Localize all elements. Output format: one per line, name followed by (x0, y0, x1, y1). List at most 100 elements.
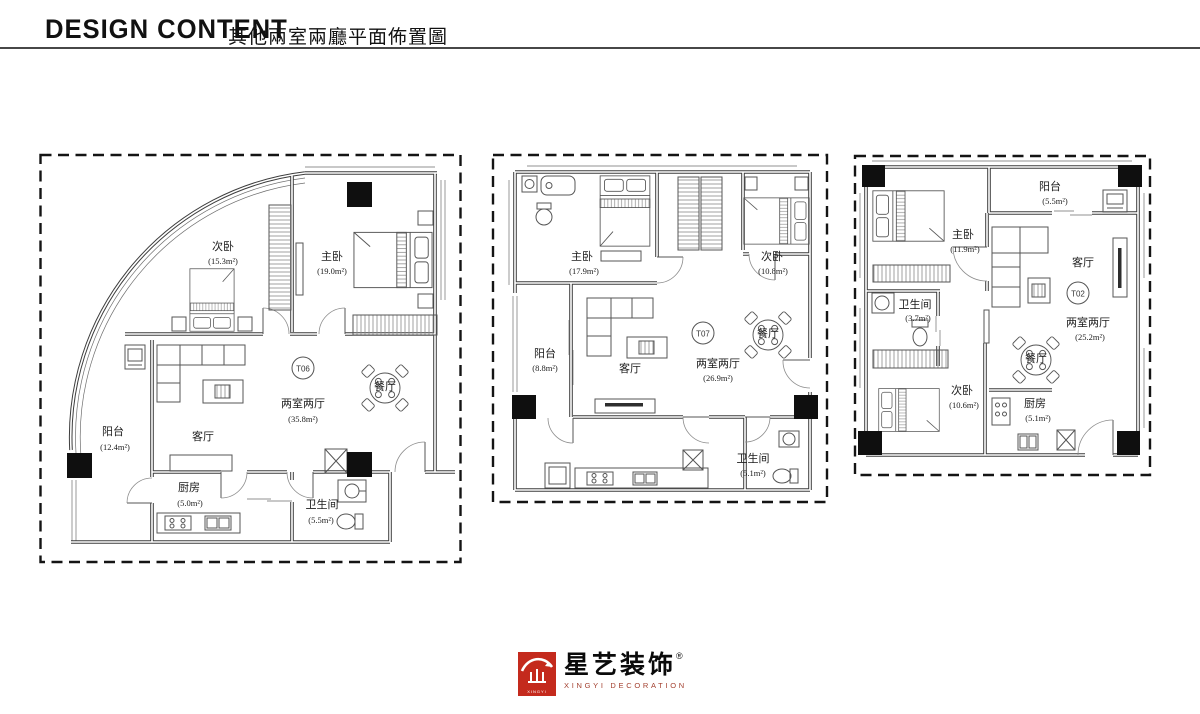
toilet (911, 319, 929, 347)
bed-secondary (878, 388, 940, 432)
room-area: (25.2m²) (1075, 332, 1105, 342)
room-area: (8.8m²) (532, 363, 558, 373)
tv-cabinet (169, 454, 233, 472)
room-label: 厨房 (1024, 397, 1046, 410)
floor-plan-t06: 次卧 (15.3m²) 主卧 (19.0m²) 两室两厅 (35.8m²) 餐厅… (35, 150, 465, 566)
coffee-table (626, 336, 668, 359)
room-label: 餐厅 (374, 379, 396, 393)
unit-tag: T06 (291, 356, 315, 380)
room-label: 两室两厅 (1066, 315, 1110, 329)
wardrobes (677, 176, 723, 251)
bathroom-sink (337, 479, 367, 503)
room-label: 客厅 (192, 429, 214, 443)
kitchen-counter (156, 512, 241, 534)
bed-secondary (743, 176, 810, 245)
room-labels: 次卧 (15.3m²) 主卧 (19.0m²) 两室两厅 (35.8m²) 餐厅… (100, 239, 396, 525)
room-label: 主卧 (952, 228, 974, 241)
ensuite-fixtures (521, 175, 576, 226)
tv-cabinet (1112, 237, 1128, 298)
sofa (991, 226, 1049, 308)
site-boundary (39, 153, 462, 564)
fridge (544, 462, 571, 489)
room-labels: 阳台 (5.5m²) 主卧 (11.9m²) 卫生间 (3.7m²) 客厅 两室… (899, 179, 1111, 423)
shaft-box (682, 449, 704, 471)
sofa (156, 344, 246, 403)
room-area: (35.8m²) (288, 414, 318, 424)
kitchen-counter (574, 467, 709, 489)
room-area: (26.9m²) (703, 373, 733, 383)
room-area: (3.7m²) (905, 313, 931, 323)
bed-master (353, 210, 434, 309)
window-sills (508, 165, 797, 392)
room-area: (5.5m²) (308, 515, 334, 525)
door-swings (126, 307, 426, 504)
room-label: 主卧 (571, 250, 593, 263)
room-area: (11.9m²) (950, 244, 980, 254)
column (347, 182, 372, 207)
column (1117, 431, 1140, 455)
shaft-box (1056, 429, 1076, 451)
page-subtitle: 其他兩室兩廳平面佈置圖 (228, 27, 449, 48)
bed-master (599, 175, 651, 262)
room-area: (12.4m²) (100, 442, 130, 452)
room-label: 阳台 (102, 424, 124, 438)
room-area: (5.0m²) (177, 498, 203, 508)
room-label: 客厅 (1072, 255, 1094, 269)
toilet (772, 468, 799, 484)
site-boundary (491, 153, 829, 504)
room-label: 次卧 (951, 383, 973, 397)
room-label: 两室两厅 (281, 396, 325, 410)
bed-master (872, 190, 945, 242)
unit-number: T07 (696, 330, 710, 339)
floor-plan-t07: 主卧 (17.9m²) 次卧 (10.8m²) 阳台 (8.8m²) 客厅 两室… (487, 150, 832, 505)
room-label: 卫生间 (737, 451, 770, 465)
room-area: (5.1m²) (740, 468, 766, 478)
unit-number: T02 (1071, 290, 1085, 299)
room-area: (10.6m²) (949, 400, 979, 410)
room-label: 主卧 (321, 250, 343, 263)
logo-mark: XINGYI (518, 652, 556, 696)
room-label: 两室两厅 (696, 356, 740, 370)
page-title: DESIGN CONTENT (45, 14, 288, 44)
column (862, 165, 885, 187)
room-label: 次卧 (212, 239, 234, 253)
room-label: 餐厅 (1025, 351, 1047, 365)
wardrobe-secondary (872, 349, 949, 369)
brand-zh-text: 星艺装饰 (564, 651, 677, 679)
window-sills (859, 160, 1145, 428)
room-label: 卫生间 (899, 297, 932, 311)
curtain-wall-glazing (71, 166, 446, 542)
header: DESIGN CONTENT 其他兩室兩廳平面佈置圖 (0, 0, 1200, 50)
column (1118, 165, 1142, 187)
ac-unit (1102, 189, 1128, 213)
room-area: (19.0m²) (317, 266, 347, 276)
door-swings (935, 210, 1114, 456)
room-label: 阳台 (534, 346, 556, 360)
column (794, 395, 818, 419)
tv-cabinet (594, 398, 656, 414)
unit-number: T06 (296, 365, 310, 374)
brand-logo: XINGYI 星艺装饰® XINGYI DECORATION (518, 651, 687, 696)
wardrobe-secondary (268, 204, 304, 311)
registered-mark: ® (676, 651, 686, 661)
bathroom-sink (778, 430, 800, 448)
door-swings (547, 253, 811, 444)
room-area: (5.5m²) (1042, 196, 1068, 206)
shaft-box (324, 448, 348, 474)
column (347, 452, 372, 477)
site-boundary (853, 154, 1152, 477)
room-area: (17.9m²) (569, 266, 599, 276)
column (512, 395, 536, 419)
bathroom-sink (871, 292, 895, 314)
walls (864, 165, 1140, 457)
wardrobe-master (352, 314, 438, 336)
room-label: 餐厅 (757, 326, 779, 340)
room-label: 阳台 (1039, 179, 1061, 193)
coffee-table (202, 379, 244, 404)
house-pavilion-icon (520, 657, 554, 683)
unit-tag: T07 (691, 321, 715, 345)
room-area: (5.1m²) (1025, 413, 1051, 423)
wall-tv-unit (124, 344, 146, 370)
room-area: (10.8m²) (758, 266, 788, 276)
